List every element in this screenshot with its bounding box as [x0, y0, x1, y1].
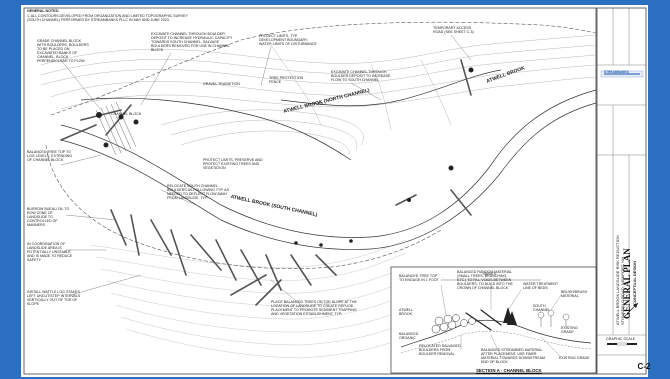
balanced-trees — [60, 59, 472, 306]
section-label: BALANCED ORGANIC — [399, 332, 419, 340]
contour-lines — [40, 34, 597, 156]
callout-excavate-channel: EXCAVATE CHANNEL THROUGH BOULDER DEPOSIT… — [151, 32, 233, 52]
callout-place-trees: PLACE BALANCED TREES ON TOE SLOPE AT THE… — [271, 300, 357, 316]
project-location: STONEFIELD ROAD, NEWPORT, NH — [620, 257, 625, 325]
section-label: EXISTING GRADE — [559, 356, 590, 360]
scale-label: GRAPHIC SCALE — [606, 337, 636, 341]
callout-project-limits: PROJECT LIMITS, TYP. DEVELOPMENT BOUNDAR… — [259, 34, 317, 46]
title-block-frame — [596, 7, 647, 375]
graphic-scale-bar — [607, 342, 637, 346]
channel-block-hatch — [95, 101, 137, 156]
section-label: BRUSH/BRUSH MATERIAL — [561, 290, 588, 298]
tree-clusters — [96, 67, 474, 247]
callout-leaders — [60, 34, 472, 306]
section-label: BALANCED TREE TOP TO ENGAGE IN 1 FOOT — [399, 274, 439, 282]
section-label: EXISTING GRADE — [561, 326, 578, 334]
drawing-border — [23, 7, 597, 375]
section-title: SECTION A - CHANNEL BLOCK — [476, 368, 542, 373]
callout-pool: POOL — [314, 102, 324, 106]
section-label: RELOCATED SALVAGED BOULDERS FROM BOULDER… — [419, 344, 461, 356]
section-label: WATER TREATMENT LINE OF BEDS — [523, 282, 559, 290]
section-dimension-label: VARIES — [483, 272, 496, 276]
callout-protect-limits: PROTECT LIMITS, PRESERVE AND PROTECT EXI… — [203, 158, 263, 170]
callout-relocate-boulders: RELOCATE SOUTH CHANNEL BOULDERS AS FOLLO… — [167, 184, 229, 200]
callout-balanced-tree-top: BALANCED TREE TOP TO LOG LEVELS, EXTENDI… — [27, 150, 73, 162]
section-label: ATWELL BROOK — [399, 308, 413, 316]
section-label: BALANCED RANDOM MATERIAL (SMALL TREES, B… — [457, 270, 513, 290]
callout-excavate-south: EXCAVATE CHANNEL THROUGH BOULDER DEPOSIT… — [331, 70, 391, 82]
callout-wattle-log: INSTALL WATTLE LOG STAKES LEFT UNCUT/STE… — [27, 290, 81, 306]
section-label: SOUTH CHANNEL — [533, 304, 551, 312]
sheet-number: C-2 — [637, 362, 651, 371]
callout-access-road: TEMPORARY ACCESS ROAD (SEE SHEET C-3) — [433, 26, 474, 34]
callout-burrow: BURROW BUEAU OIL TO ROW ZONE OF LANDSLID… — [27, 207, 70, 227]
callout-gravel-transition: GRAVEL TRANSITION — [203, 82, 240, 86]
callout-channel-block: GRADE CHANNEL BLOCK WITH BOULDERS, BOULD… — [37, 39, 89, 63]
general-note: 1. ALL CONTOURS DEVELOPED FROM ORGANIZAT… — [27, 14, 188, 22]
section-label: BALANCED STREAMBED MATERIAL AFTER PLACEM… — [481, 348, 546, 364]
general-notes-heading: GENERAL NOTES: — [27, 9, 60, 13]
north-arrow-icon — [623, 302, 639, 318]
drawing-sheet: GENERAL NOTES: 1. ALL CONTOURS DEVELOPED… — [21, 5, 650, 377]
stream-banks — [60, 69, 597, 250]
firm-logo-text: STREAMBANKS — [604, 70, 629, 74]
landslide-contours — [90, 239, 407, 359]
callout-landslide-unstable: IN COORDINATION OF LANDSLIDE AREA IS POT… — [27, 242, 73, 262]
callout-channel-block-2: CHANNEL BLOCK — [111, 112, 142, 116]
plan-drawing — [23, 7, 647, 375]
project-limit-line — [50, 21, 597, 116]
section-drawing — [400, 279, 592, 358]
sheet-subtitle: CONCEPTUAL DESIGN — [632, 260, 637, 305]
callout-tree-protection: TREE PROTECTION FENCE — [269, 76, 304, 84]
